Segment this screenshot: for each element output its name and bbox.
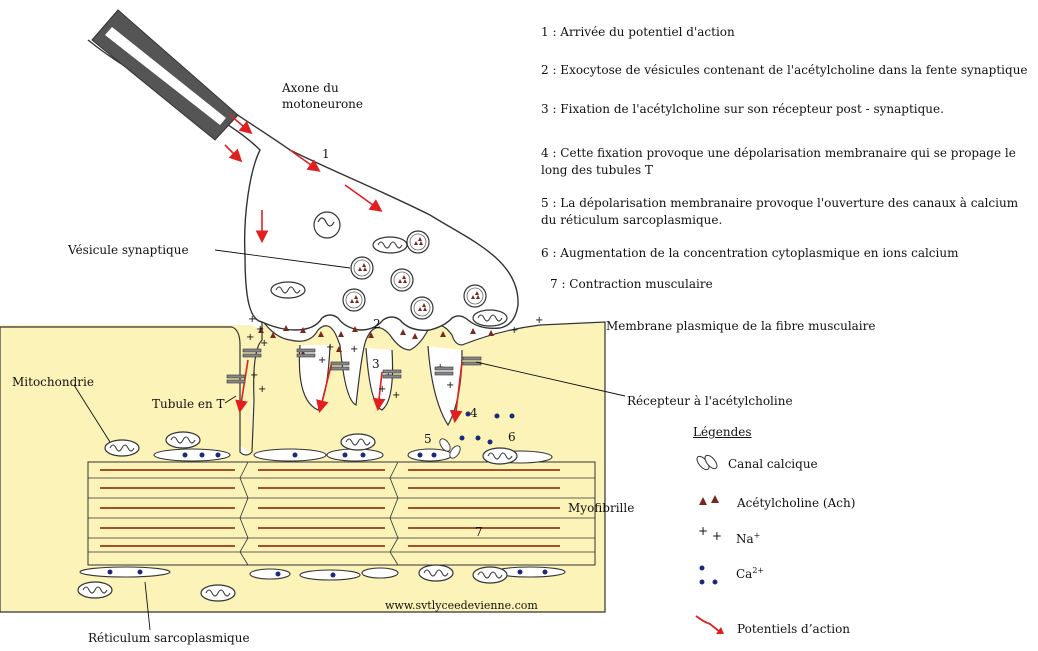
step-number-5: 5: [424, 432, 432, 446]
label-axone-line1: Axone du: [282, 80, 339, 96]
step-3: 3 : Fixation de l'acétylcholine sur son …: [541, 101, 1031, 118]
label-axone-line2: motoneurone: [282, 96, 363, 112]
svg-text:+: +: [326, 342, 334, 353]
svg-text:+: +: [392, 390, 400, 401]
sodium-plus-icon: + +: [698, 524, 722, 538]
label-vesicule: Vésicule synaptique: [68, 242, 189, 258]
legend-potentiels: Potentiels d’action: [737, 622, 850, 636]
legend-sodium: Na+: [736, 531, 760, 546]
svg-text:+: +: [256, 324, 264, 335]
myofibril: [88, 462, 595, 565]
legend-calcium-sup: 2+: [752, 566, 764, 575]
label-myofibrille: Myofibrille: [568, 500, 634, 516]
label-reticulum: Réticulum sarcoplasmique: [88, 630, 250, 646]
step-7: 7 : Contraction musculaire: [550, 276, 1038, 293]
calcium-channel-icon: [694, 453, 724, 473]
legend-title: Légendes: [693, 425, 752, 439]
website-watermark: www.svtlyceedevienne.com: [385, 598, 538, 614]
svg-text:+: +: [350, 344, 358, 355]
label-mitochondrie: Mitochondrie: [12, 374, 94, 390]
svg-text:+: +: [378, 384, 386, 395]
step-5: 5 : La dépolarisation membranaire provoq…: [541, 195, 1031, 229]
label-tubule: Tubule en T: [152, 396, 225, 412]
step-number-1: 1: [322, 147, 330, 161]
legend-sodium-label: Na: [736, 532, 754, 546]
label-recepteur: Récepteur à l'acétylcholine: [627, 393, 793, 409]
action-potential-arrow-icon: [694, 612, 728, 638]
label-membrane: Membrane plasmique de la fibre musculair…: [606, 318, 875, 334]
svg-text:+: +: [446, 380, 454, 391]
svg-text:+: +: [258, 384, 266, 395]
legend-acetylcholine: Acétylcholine (Ach): [737, 496, 855, 510]
calcium-dot-icon: [697, 563, 727, 587]
svg-text:+: +: [510, 325, 518, 336]
svg-text:+: +: [260, 338, 268, 349]
step-number-2: 2: [373, 317, 381, 331]
legend-calcium-label: Ca: [736, 567, 752, 581]
step-number-7: 7: [475, 525, 483, 539]
svg-text:+: +: [246, 332, 254, 343]
step-number-6: 6: [508, 430, 516, 444]
svg-text:+: +: [250, 370, 258, 381]
step-4: 4 : Cette fixation provoque une dépolari…: [541, 145, 1031, 179]
step-number-3: 3: [372, 357, 380, 371]
svg-text:+: +: [318, 355, 326, 366]
legend-canal-calcique: Canal calcique: [728, 457, 818, 471]
acetylcholine-triangle-icon: [697, 494, 727, 508]
step-number-4: 4: [470, 406, 478, 420]
legend-sodium-sup: +: [754, 531, 761, 540]
step-6: 6 : Augmentation de la concentration cyt…: [541, 245, 1031, 262]
step-2: 2 : Exocytose de vésicules contenant de …: [541, 62, 1031, 79]
legend-calcium: Ca2+: [736, 566, 764, 581]
step-1: 1 : Arrivée du potentiel d'action: [541, 24, 1031, 41]
svg-text:+: +: [535, 315, 543, 326]
